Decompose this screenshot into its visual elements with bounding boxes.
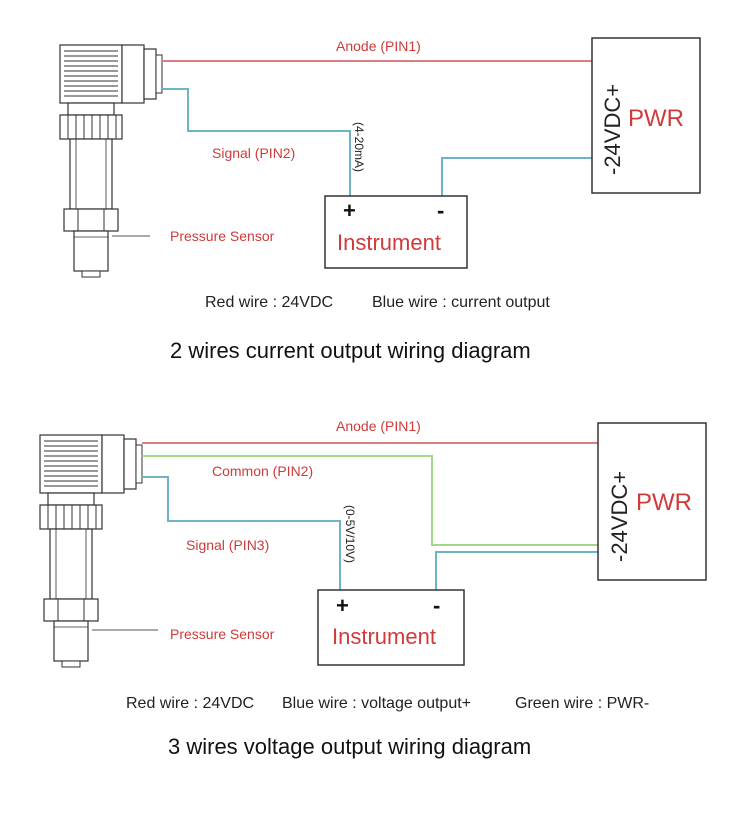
pwr-voltage-label: -24VDC+ (607, 471, 632, 562)
sensor-label: Pressure Sensor (170, 626, 275, 642)
voltage-range-label: (0-5V/10V) (343, 505, 357, 563)
diagram-caption: 2 wires current output wiring diagram (170, 338, 531, 363)
pin1-label: Anode (PIN1) (336, 38, 421, 54)
instrument-plus: + (336, 593, 349, 618)
pwr-voltage-label: -24VDC+ (600, 84, 625, 175)
instrument-minus: - (437, 198, 444, 223)
pwr-box (597, 422, 707, 581)
pwr-label: PWR (636, 489, 692, 516)
legend-red-wire: Red wire : 24VDC (205, 294, 333, 311)
pin3-label: Signal (PIN3) (186, 537, 269, 553)
diagram-3-wire: PWR -24VDC+ + - Instrument Anode (PIN1) … (39, 418, 707, 759)
sensor-label: Pressure Sensor (170, 228, 275, 244)
blue-wire-return (435, 551, 598, 590)
instrument-box (317, 589, 465, 666)
legend-red-wire: Red wire : 24VDC (126, 695, 254, 712)
instrument-label: Instrument (332, 624, 436, 649)
pressure-sensor-icon (39, 434, 143, 668)
legend-blue-wire: Blue wire : current output (372, 294, 550, 311)
pin2-label: Signal (PIN2) (212, 145, 295, 161)
instrument-box (324, 195, 468, 269)
pwr-box (591, 37, 701, 194)
blue-wire-return (441, 157, 592, 196)
instrument-minus: - (433, 593, 440, 618)
legend-green-wire: Green wire : PWR- (515, 695, 649, 712)
legend-blue-wire: Blue wire : voltage output+ (282, 695, 471, 712)
pwr-label: PWR (628, 105, 684, 132)
blue-wire-signal (162, 88, 351, 196)
current-range-label: (4-20mA) (352, 122, 366, 172)
pressure-sensor-icon (59, 44, 163, 278)
instrument-plus: + (343, 198, 356, 223)
instrument-label: Instrument (337, 230, 441, 255)
pin2-label: Common (PIN2) (212, 463, 313, 479)
diagram-caption: 3 wires voltage output wiring diagram (168, 734, 531, 759)
green-wire (142, 455, 598, 546)
pin1-label: Anode (PIN1) (336, 418, 421, 434)
diagram-2-wire: PWR -24VDC+ + - Instrument Anode (PIN1) … (59, 37, 701, 363)
blue-wire-signal (142, 476, 341, 590)
